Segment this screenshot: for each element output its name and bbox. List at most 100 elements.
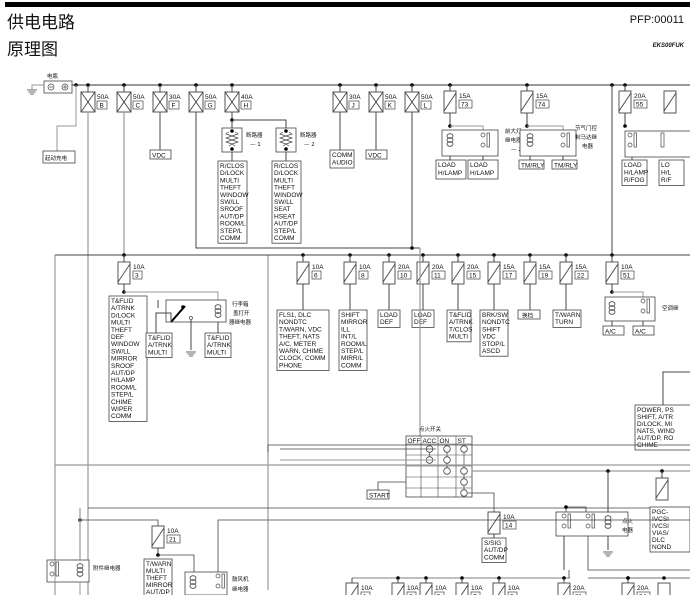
breaker-2-loads-text: SW/LL bbox=[274, 199, 294, 206]
fuse-icon bbox=[497, 584, 506, 595]
ignition-switch-title: 点火开关 bbox=[419, 425, 442, 433]
tmrly-box-b bbox=[551, 159, 578, 170]
fuse-id-box bbox=[535, 99, 550, 109]
ignition-col-label: ST bbox=[458, 438, 466, 445]
junction-dot bbox=[626, 576, 630, 580]
battery-minus-icon bbox=[47, 83, 55, 91]
junction-dot bbox=[181, 305, 185, 309]
fuse-id-box bbox=[636, 591, 651, 595]
coil-icon bbox=[604, 523, 612, 529]
fuse-icon bbox=[151, 527, 165, 547]
fuse-icon bbox=[621, 582, 635, 595]
fuse3-loads-text: SW/LL bbox=[111, 348, 131, 355]
contact-icon bbox=[480, 142, 486, 148]
fuse-icon bbox=[618, 92, 632, 112]
ignition-relay-label: 电器 bbox=[622, 526, 634, 534]
trunk-load-b-text: T&FLID bbox=[207, 335, 230, 342]
contact-icon bbox=[215, 573, 221, 579]
fuse-icon bbox=[345, 582, 359, 595]
fog-load-2-text: H/L bbox=[661, 170, 672, 177]
breaker-2-num: — 2 bbox=[304, 142, 315, 148]
ignition-col-label: ACC bbox=[423, 438, 437, 445]
fuse21-loads-text: AUT/DP bbox=[146, 589, 170, 595]
fuse6-loads-text: A/C, METER bbox=[279, 341, 317, 348]
fog-load-text: LOAD bbox=[624, 162, 642, 169]
fuse-id: G bbox=[208, 103, 213, 110]
breaker-1-loads-text: COMM bbox=[220, 235, 241, 242]
ac-relay-label: 空调继 bbox=[662, 304, 679, 312]
wire bbox=[232, 119, 287, 128]
fuse-id-box bbox=[572, 591, 587, 595]
fog-load-2-box bbox=[658, 159, 685, 186]
contact-icon bbox=[215, 583, 221, 589]
trunk-load-b-box bbox=[204, 332, 232, 359]
tmrly-label: TM/RLY bbox=[521, 163, 545, 170]
fuse-id-box bbox=[470, 591, 481, 595]
battery-plus-icon bbox=[61, 83, 69, 91]
breaker-2-label: 断路器 bbox=[300, 131, 317, 139]
fuse-icon bbox=[562, 584, 571, 595]
fuse-id-box bbox=[397, 270, 412, 280]
ignition-relay-label: 点火 bbox=[622, 518, 634, 525]
breaker-coil-icon bbox=[278, 131, 294, 147]
fuse-81: 20A81 bbox=[557, 582, 587, 595]
fuse22-loads-text: TURN bbox=[555, 319, 573, 326]
fuse-id-box bbox=[358, 270, 369, 280]
breaker-2-loads-text: AUT/DP bbox=[274, 221, 298, 228]
fusible-link-icon bbox=[80, 91, 96, 113]
coil-icon bbox=[608, 309, 616, 315]
fuse3-loads-text: A/TRNK bbox=[111, 305, 136, 312]
fuse8-loads-text: MIRR/L bbox=[341, 355, 363, 362]
fuse17-loads-text: BRK/SW bbox=[482, 312, 509, 319]
fuse-id-box bbox=[96, 100, 108, 110]
fuse17-loads-text: VDC bbox=[482, 334, 496, 341]
pgc-box-box bbox=[649, 506, 690, 553]
fuse17-loads-text: ASCD bbox=[482, 348, 500, 355]
contact-bar-icon bbox=[567, 513, 571, 529]
fuse8-loads-text: INT/L bbox=[341, 334, 357, 341]
wire bbox=[155, 312, 172, 333]
fuse-id: B bbox=[100, 103, 104, 110]
fuse8-loads-text: ILL bbox=[341, 326, 350, 333]
junction-dot bbox=[230, 147, 234, 151]
fuse-amp: 10A bbox=[435, 585, 447, 592]
fuse-amp: 20A bbox=[398, 264, 410, 271]
contact-bar-icon bbox=[646, 298, 650, 314]
fuse-amp: 30A bbox=[169, 94, 181, 101]
fusible-link-icon bbox=[332, 91, 348, 113]
trunk-load-a-text: T&FLID bbox=[148, 335, 171, 342]
fuse-id: 17 bbox=[505, 273, 513, 280]
junction-dot bbox=[284, 147, 288, 151]
fuse-amp: 15A bbox=[503, 264, 515, 271]
breaker-2-loads-text: SEAT bbox=[274, 206, 291, 213]
fuse-amp: 20A bbox=[637, 585, 649, 592]
fuse-icon bbox=[559, 263, 573, 283]
fuse-icon bbox=[343, 263, 357, 283]
coil-icon bbox=[76, 563, 84, 569]
trunk-load-b-text: MULTI bbox=[207, 349, 226, 356]
contact-icon bbox=[561, 513, 567, 519]
fuse6-loads-text: FLS1, DLC bbox=[279, 312, 311, 319]
breaker-1-loads-text: MULTI bbox=[220, 177, 239, 184]
fuse8-loads-text: STEP/L bbox=[341, 348, 364, 355]
fog-load-2-text: R/F bbox=[661, 177, 672, 184]
coil-icon bbox=[76, 567, 84, 573]
junction-dot bbox=[623, 124, 627, 128]
fuse-id: 3 bbox=[135, 273, 139, 280]
coil-icon bbox=[446, 133, 454, 139]
fuse-id: 21 bbox=[169, 537, 177, 544]
fuse3-loads-text: SROOF bbox=[111, 363, 134, 370]
fuse10-loads-text: DEF bbox=[380, 319, 393, 326]
breaker-1-loads-text: D/LOCK bbox=[220, 170, 245, 177]
pgc-box-text: PGC- bbox=[652, 509, 668, 516]
fuse-icon bbox=[460, 584, 469, 595]
breaker-1-loads-text: ROOM/L bbox=[220, 221, 246, 228]
fuse-amp: 20A bbox=[573, 585, 585, 592]
coil-icon bbox=[214, 308, 222, 314]
